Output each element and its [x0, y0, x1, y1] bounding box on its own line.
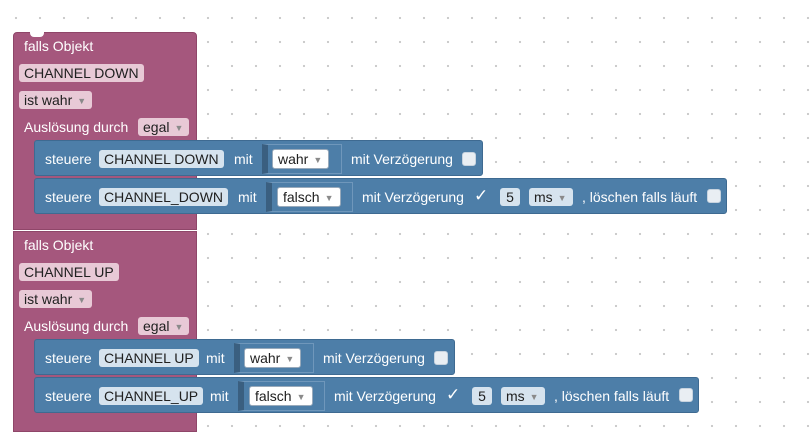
delay-checkbox-checked[interactable]: ✓	[474, 186, 489, 205]
trigger-source-value: egal	[143, 119, 170, 135]
value-selected: wahr	[250, 350, 281, 366]
control-target-field[interactable]: CHANNEL_DOWN	[99, 188, 229, 206]
trigger-header-label: falls Objekt	[24, 38, 94, 54]
condition-dropdown[interactable]: ist wahr ▼	[19, 91, 93, 109]
control-prefix: steuere	[45, 151, 92, 167]
chevron-down-icon: ▼	[557, 193, 567, 203]
block-notch	[30, 32, 44, 37]
value-dropdown[interactable]: falsch ▼	[277, 187, 341, 207]
control-with-label: mit	[234, 151, 253, 167]
delay-unit-value: ms	[534, 189, 553, 205]
clear-if-running-checkbox[interactable]	[679, 388, 693, 402]
value-selected: falsch	[283, 189, 320, 205]
delay-amount-field[interactable]: 5	[500, 188, 520, 206]
chevron-down-icon: ▼	[174, 123, 184, 133]
control-with-label: mit	[238, 189, 257, 205]
condition-value: ist wahr	[24, 92, 73, 108]
condition-value: ist wahr	[24, 291, 73, 307]
control-target-field[interactable]: CHANNEL UP	[99, 349, 199, 367]
delay-checkbox-checked[interactable]: ✓	[446, 385, 461, 404]
delay-unit-value: ms	[506, 388, 525, 404]
clear-if-running-label: , löschen falls läuft	[554, 388, 670, 404]
delay-unit-dropdown[interactable]: ms ▼	[501, 387, 545, 405]
clear-if-running-label: , löschen falls läuft	[582, 189, 698, 205]
delay-label: mit Verzögerung	[323, 350, 425, 366]
chevron-down-icon: ▼	[77, 295, 87, 305]
value-socket	[262, 144, 342, 174]
delay-amount-field[interactable]: 5	[472, 387, 492, 405]
chevron-down-icon: ▼	[313, 155, 323, 165]
control-prefix: steuere	[45, 350, 92, 366]
control-prefix: steuere	[45, 388, 92, 404]
chevron-down-icon: ▼	[77, 96, 87, 106]
control-target-field[interactable]: CHANNEL_UP	[99, 387, 204, 405]
delay-label: mit Verzögerung	[362, 189, 464, 205]
trigger-source-label: Auslösung durch	[24, 119, 129, 135]
value-dropdown[interactable]: falsch ▼	[249, 386, 313, 406]
trigger-source-value: egal	[143, 318, 170, 334]
value-dropdown[interactable]: wahr ▼	[244, 348, 302, 368]
object-name-field[interactable]: CHANNEL DOWN	[19, 64, 144, 82]
trigger-header-label: falls Objekt	[24, 237, 94, 253]
value-socket	[234, 343, 314, 373]
chevron-down-icon: ▼	[324, 193, 334, 203]
value-selected: wahr	[278, 151, 309, 167]
trigger-source-dropdown[interactable]: egal ▼	[138, 118, 190, 136]
trigger-source-dropdown[interactable]: egal ▼	[138, 317, 190, 335]
chevron-down-icon: ▼	[296, 392, 306, 402]
value-socket	[238, 381, 325, 411]
chevron-down-icon: ▼	[285, 354, 295, 364]
delay-label: mit Verzögerung	[351, 151, 453, 167]
clear-if-running-checkbox[interactable]	[707, 189, 721, 203]
delay-unit-dropdown[interactable]: ms ▼	[529, 188, 573, 206]
object-name-field[interactable]: CHANNEL UP	[19, 263, 119, 281]
trigger-source-label: Auslösung durch	[24, 318, 129, 334]
delay-label: mit Verzögerung	[334, 388, 436, 404]
control-prefix: steuere	[45, 189, 92, 205]
chevron-down-icon: ▼	[529, 392, 539, 402]
delay-checkbox[interactable]	[462, 152, 476, 166]
chevron-down-icon: ▼	[174, 322, 184, 332]
value-selected: falsch	[255, 388, 292, 404]
delay-checkbox[interactable]	[434, 351, 448, 365]
value-dropdown[interactable]: wahr ▼	[272, 149, 330, 169]
control-target-field[interactable]: CHANNEL DOWN	[99, 150, 224, 168]
control-with-label: mit	[206, 350, 225, 366]
value-socket	[266, 182, 353, 212]
control-with-label: mit	[210, 388, 229, 404]
condition-dropdown[interactable]: ist wahr ▼	[19, 290, 93, 308]
